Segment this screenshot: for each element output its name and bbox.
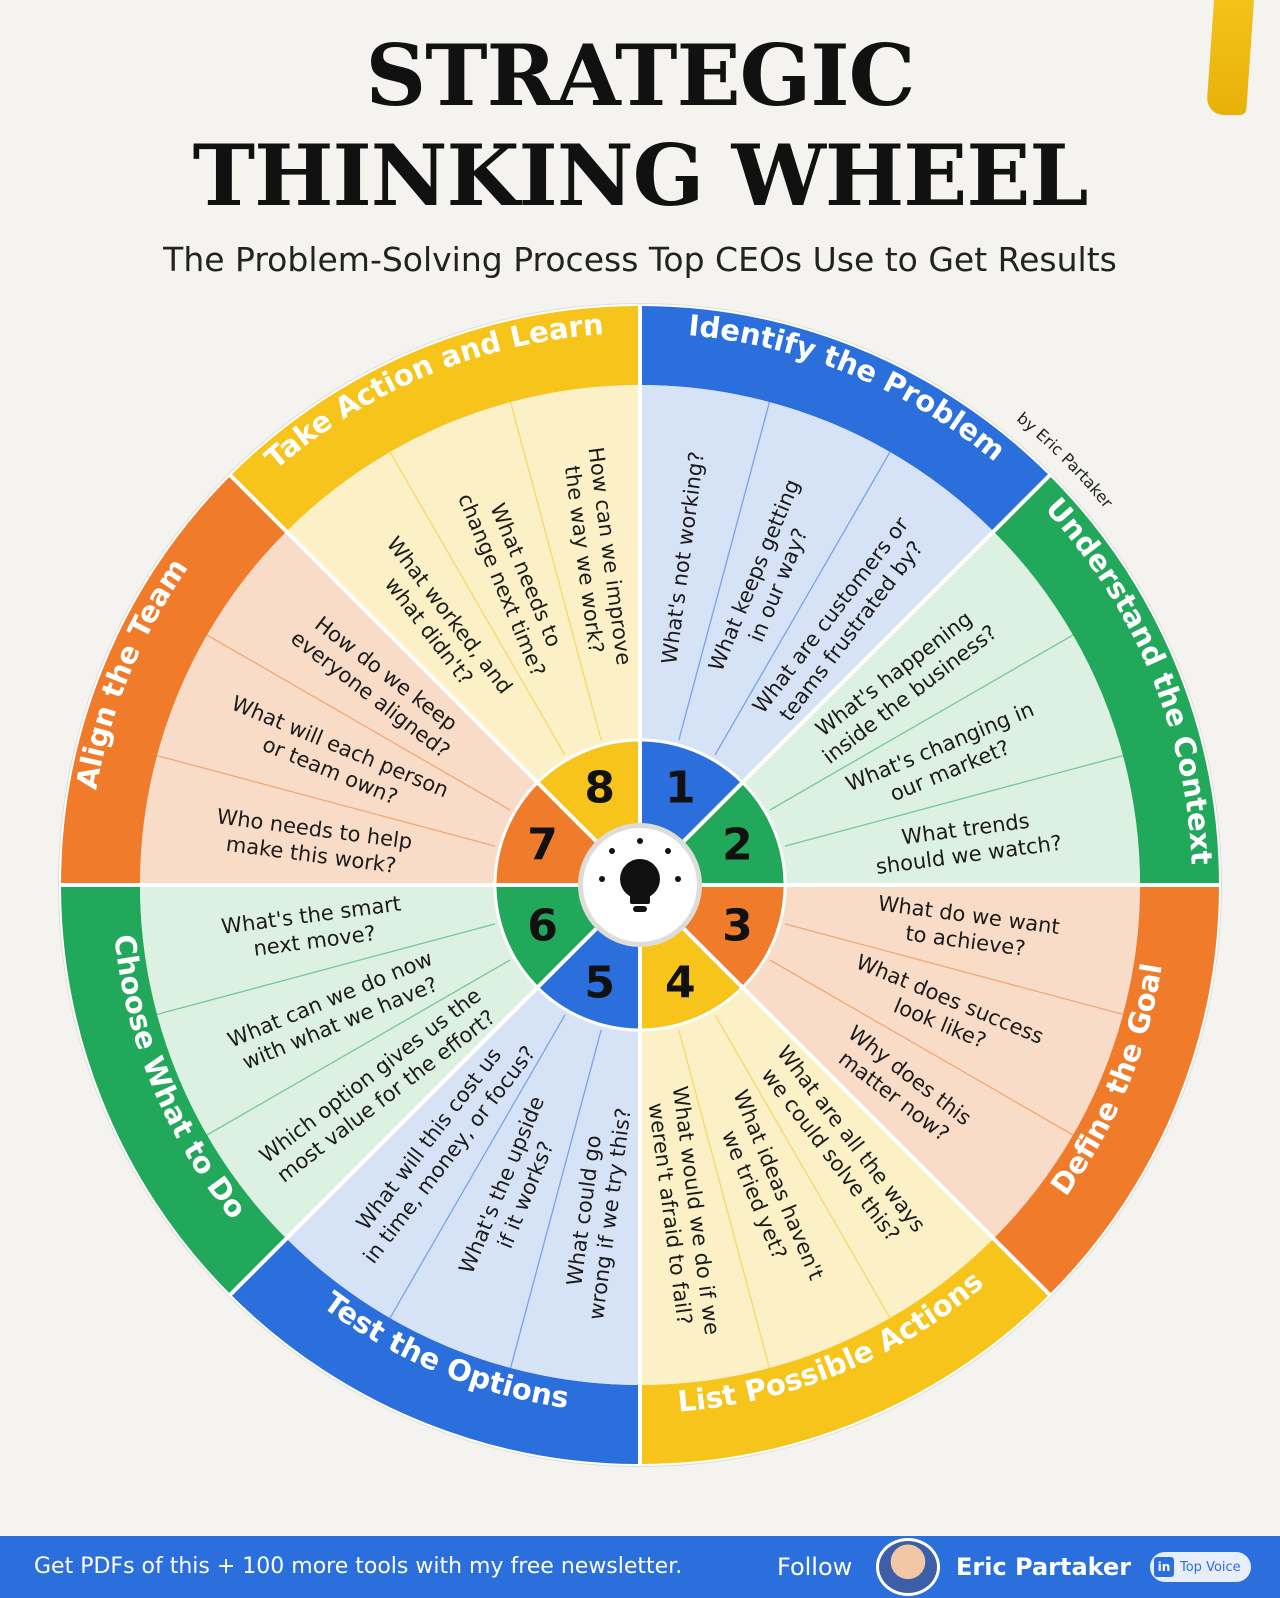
section-separator (682, 473, 1052, 843)
lightbulb-icon (581, 826, 699, 944)
section-wedge (640, 385, 994, 783)
section-band (229, 305, 641, 532)
badge-label: Top Voice (1180, 1559, 1241, 1575)
hub-wedge (683, 885, 785, 988)
hub-wedge (640, 740, 743, 842)
question-divider (389, 1014, 566, 1319)
section-number-4: 4 (665, 957, 696, 1008)
section-wedge (286, 385, 640, 783)
question-divider (156, 923, 496, 1016)
section-band (993, 885, 1220, 1296)
footer-bar: Get PDFs of this + 100 more tools with m… (0, 1536, 1280, 1598)
section-separator (228, 473, 598, 843)
question-divider (714, 1014, 891, 1319)
linkedin-icon: in (1154, 1557, 1174, 1577)
question-divider (389, 451, 566, 756)
author-name[interactable]: Eric Partaker (956, 1553, 1132, 1581)
section-wedge (286, 987, 640, 1385)
section-wedge (640, 987, 994, 1385)
section-band (993, 474, 1220, 885)
question-divider (509, 401, 602, 741)
question-8-3: How can we improvethe way we work? (558, 446, 636, 670)
section-number-8: 8 (584, 763, 615, 814)
section-number-3: 3 (722, 900, 753, 951)
hub-wedge (537, 740, 640, 842)
hub-wedge (495, 885, 597, 988)
top-voice-badge: in Top Voice (1150, 1552, 1251, 1582)
page-title-line-1: STRATEGIC (365, 26, 916, 125)
section-number-2: 2 (722, 820, 753, 871)
question-divider (678, 1029, 771, 1369)
question-divider (769, 634, 1074, 811)
section-wedge (742, 885, 1140, 1239)
section-band (640, 305, 1051, 532)
question-divider (769, 959, 1074, 1136)
question-divider (678, 401, 771, 741)
question-divider (509, 1029, 602, 1369)
hub-wedge (495, 782, 597, 885)
section-band (229, 1238, 641, 1465)
wheel-rim (59, 304, 1221, 1466)
section-wedge (742, 531, 1140, 885)
question-divider (206, 959, 511, 1136)
section-separator (682, 927, 1052, 1297)
section-number-7: 7 (527, 820, 558, 871)
hub-wedge (640, 928, 743, 1030)
section-number-6: 6 (527, 900, 558, 951)
section-wedge (140, 885, 538, 1239)
page-title-line-2: THINKING WHEEL (192, 126, 1089, 225)
question-divider (156, 754, 496, 847)
author-avatar (876, 1538, 940, 1596)
section-band (60, 885, 287, 1296)
page-subtitle: The Problem-Solving Process Top CEOs Use… (163, 240, 1117, 279)
question-2-3: What trendsshould we watch? (871, 805, 1063, 879)
section-number-1: 1 (665, 763, 696, 814)
question-divider (714, 451, 891, 756)
section-wedge (140, 531, 538, 885)
question-divider (784, 923, 1124, 1016)
section-separator (228, 927, 598, 1297)
newsletter-cta[interactable]: Get PDFs of this + 100 more tools with m… (34, 1554, 683, 1579)
hub-wedge (537, 928, 640, 1030)
hub-rim (493, 738, 787, 1032)
hub-wedge (683, 782, 785, 885)
question-divider (784, 754, 1124, 847)
follow-label: Follow (777, 1553, 853, 1581)
section-band (60, 474, 287, 885)
question-divider (206, 634, 511, 811)
section-number-5: 5 (584, 957, 615, 1008)
section-band (640, 1238, 1051, 1465)
